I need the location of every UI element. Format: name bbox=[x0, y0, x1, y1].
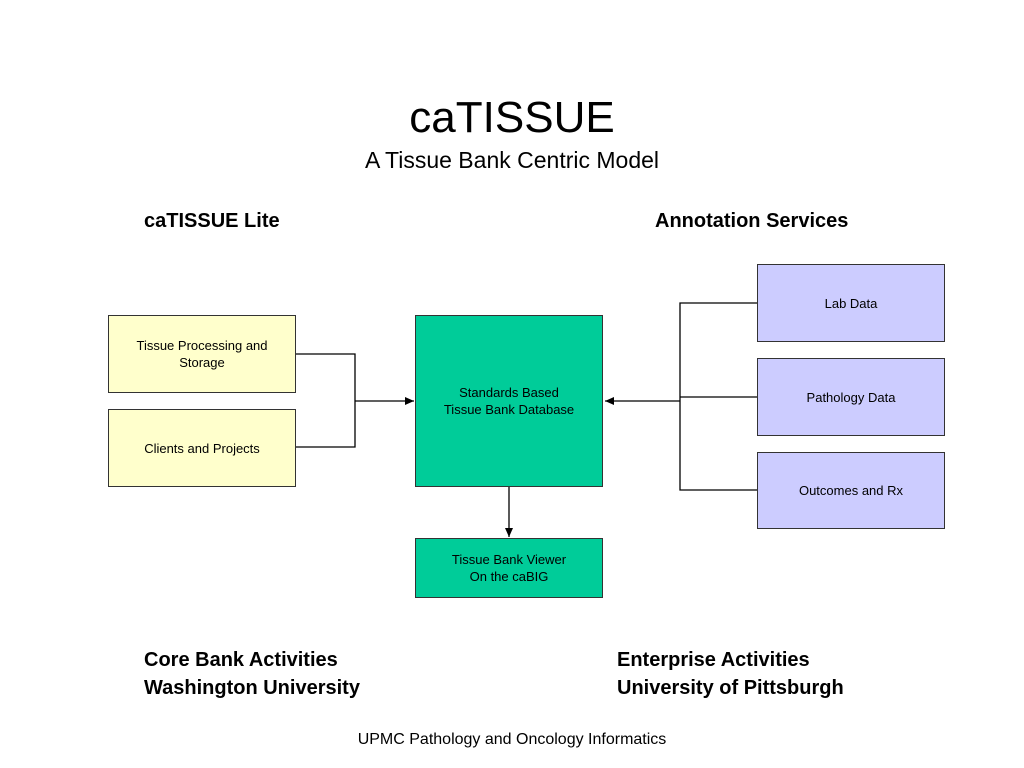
left-bracket-connector bbox=[296, 353, 356, 448]
section-heading-annotation-services: Annotation Services bbox=[655, 210, 849, 232]
pathology-data-label: Pathology Data bbox=[806, 389, 896, 405]
standards-database-label-line2: Tissue Bank Database bbox=[443, 402, 575, 417]
tissue-processing-label-line1: Tissue Processing and bbox=[136, 338, 268, 353]
viewer-label-line2: On the caBIG bbox=[469, 569, 549, 584]
pathology-data-box: Pathology Data bbox=[757, 358, 945, 436]
standards-database-label-line1: Standards Based bbox=[459, 385, 559, 400]
footer-left-heading: Core Bank Activities bbox=[144, 649, 338, 671]
tissue-processing-box: Tissue Processing and Storage bbox=[108, 315, 296, 393]
footer-right-heading: Enterprise Activities bbox=[617, 649, 810, 671]
outcomes-rx-box: Outcomes and Rx bbox=[757, 452, 945, 529]
section-heading-catissue-lite: caTISSUE Lite bbox=[144, 210, 280, 232]
lab-data-box: Lab Data bbox=[757, 264, 945, 342]
footer-right-institution: University of Pittsburgh bbox=[617, 677, 844, 699]
footer-credit: UPMC Pathology and Oncology Informatics bbox=[357, 731, 667, 748]
viewer-label-line1: Tissue Bank Viewer bbox=[451, 552, 567, 567]
tissue-bank-viewer-box: Tissue Bank Viewer On the caBIG bbox=[415, 538, 603, 598]
page-title: caTISSUE bbox=[409, 93, 615, 142]
footer-left-institution: Washington University bbox=[144, 677, 360, 699]
standards-database-box: Standards Based Tissue Bank Database bbox=[415, 315, 603, 487]
outcomes-rx-label: Outcomes and Rx bbox=[798, 483, 904, 498]
tissue-processing-label-line2: Storage bbox=[179, 355, 225, 370]
clients-projects-label: Clients and Projects bbox=[144, 440, 260, 456]
clients-projects-box: Clients and Projects bbox=[108, 409, 296, 487]
lab-data-label: Lab Data bbox=[824, 295, 878, 311]
page-subtitle: A Tissue Bank Centric Model bbox=[364, 147, 660, 173]
